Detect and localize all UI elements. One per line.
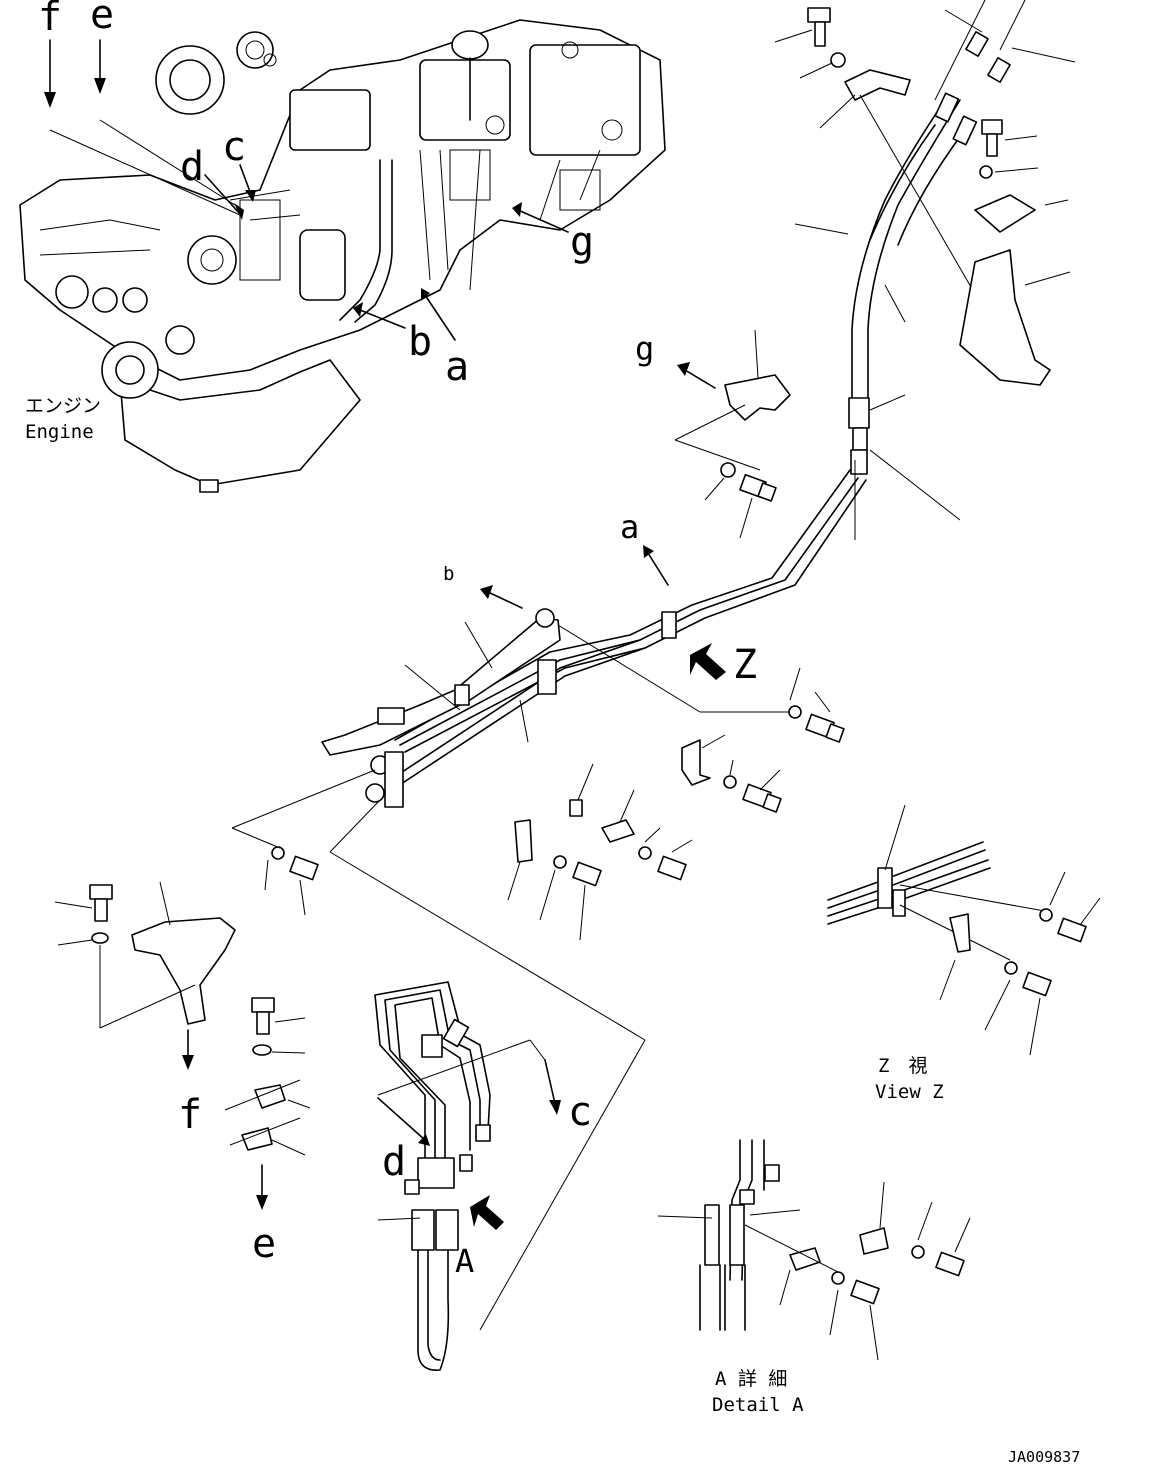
label-d-lower: d — [382, 1139, 406, 1185]
label-d-top: d — [180, 144, 204, 190]
view-z-detail — [827, 804, 1101, 1056]
label-e-lower: e — [252, 1221, 276, 1267]
drawing-number: JA009837 — [1008, 1448, 1080, 1466]
label-f-top: f — [38, 0, 62, 40]
upper-hose-assembly — [774, 0, 1076, 475]
detail-a-en: Detail A — [712, 1394, 804, 1416]
labels: f e d c g b a エンジン Engine g a b Z f e c … — [25, 0, 1080, 1466]
detail-a-jp: A 詳 細 — [715, 1368, 787, 1390]
fastener-e-group — [224, 997, 311, 1210]
engine-leaders — [44, 39, 569, 341]
label-c-lower: c — [568, 1089, 592, 1135]
engine-illustration — [19, 19, 666, 493]
clamp-group-g — [674, 329, 791, 539]
label-a-mid: a — [620, 508, 639, 546]
main-fasteners — [231, 667, 845, 1331]
view-z-en: View Z — [875, 1081, 944, 1103]
label-g-top: g — [570, 219, 594, 265]
label-b-mid: b — [443, 563, 454, 585]
view-z-jp: Z 視 — [878, 1055, 927, 1077]
label-a-lower: A — [455, 1242, 474, 1280]
label-b-top: b — [408, 319, 432, 365]
main-tube-assembly — [321, 449, 961, 808]
label-e-top: e — [90, 0, 114, 38]
detail-a-source — [374, 981, 561, 1371]
engine-caption-en: Engine — [25, 421, 94, 443]
label-f-lower: f — [178, 1092, 202, 1138]
label-z: Z — [733, 642, 757, 688]
detail-a — [657, 1139, 971, 1361]
label-a-top: a — [445, 344, 469, 390]
label-c-top: c — [222, 124, 246, 170]
engine-caption-jp: エンジン — [25, 395, 101, 417]
bracket-f-group — [54, 881, 236, 1070]
label-g-mid: g — [635, 330, 654, 368]
